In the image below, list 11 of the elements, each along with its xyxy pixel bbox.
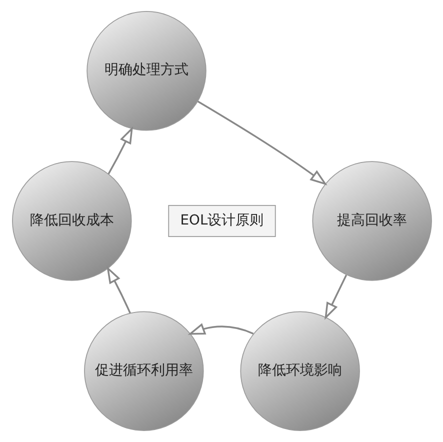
- arrow: [106, 266, 130, 314]
- node-circle: 降低回收成本: [12, 161, 132, 281]
- node-circle: 降低环境影响: [240, 311, 360, 431]
- node-box: EOL设计原则: [168, 204, 276, 238]
- node-circle: 提高回收率: [312, 161, 432, 281]
- arrow: [187, 323, 254, 335]
- node-circle: 明确处理方式: [86, 11, 206, 131]
- arrow: [107, 126, 132, 174]
- node-circle: 促进循环利用率: [84, 311, 204, 431]
- arrow: [196, 100, 327, 186]
- arrow: [324, 274, 347, 320]
